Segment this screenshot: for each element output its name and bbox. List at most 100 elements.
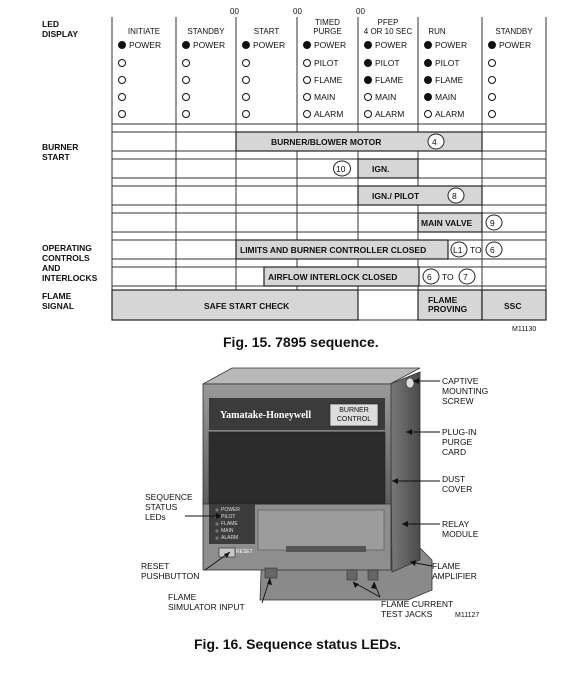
num-7: 7 bbox=[463, 272, 468, 282]
row-label-operating-controls: OPERATING CONTROLS AND INTERLOCKS bbox=[42, 243, 98, 283]
bar-airflow bbox=[263, 266, 420, 287]
led-indicator bbox=[118, 93, 126, 101]
led-indicator bbox=[303, 41, 311, 49]
device-led-label: MAIN bbox=[221, 528, 234, 534]
flame-amplifier-slot bbox=[286, 546, 366, 552]
figure-15-caption: Fig. 15. 7895 sequence. bbox=[223, 334, 379, 350]
zero-label-1: 00 bbox=[230, 7, 239, 16]
led-indicator bbox=[118, 76, 126, 84]
device-led-label: POWER bbox=[221, 507, 240, 513]
device-led-label: ALARM bbox=[221, 535, 239, 541]
led-state-label: POWER bbox=[314, 40, 347, 50]
led-state-label: POWER bbox=[375, 40, 408, 50]
led-indicator bbox=[424, 59, 432, 67]
callout-flame-simulator: FLAME SIMULATOR INPUT bbox=[168, 592, 245, 612]
circle-l1 bbox=[450, 241, 468, 258]
circle-9 bbox=[485, 214, 503, 231]
figure-code-15: M11130 bbox=[512, 326, 537, 333]
circle-6b bbox=[422, 268, 440, 285]
led-state-label: POWER bbox=[253, 40, 286, 50]
bar-main-valve bbox=[417, 212, 483, 233]
bar-flame-proving bbox=[417, 289, 483, 321]
led-indicator bbox=[303, 59, 311, 67]
led-indicator bbox=[424, 93, 432, 101]
bar-label-ign-pilot: IGN./ PILOT bbox=[372, 191, 420, 201]
led-state-label: ALARM bbox=[314, 109, 344, 119]
led-state-label: MAIN bbox=[435, 92, 457, 102]
bar-ign bbox=[357, 158, 419, 179]
led-indicator bbox=[424, 76, 432, 84]
callout-relay-module: RELAY MODULE bbox=[442, 519, 479, 539]
relay-module-face bbox=[257, 509, 385, 551]
led-indicator bbox=[488, 76, 496, 84]
circle-10 bbox=[333, 160, 351, 177]
num-l1: L1 bbox=[453, 245, 463, 255]
num-8: 8 bbox=[452, 191, 457, 201]
bar-label-main-valve: MAIN VALVE bbox=[421, 218, 473, 228]
led-state-label: POWER bbox=[129, 40, 162, 50]
num-10: 10 bbox=[336, 164, 346, 174]
brand-name: Yamatake-Honeywell bbox=[220, 410, 312, 421]
to-word-2: TO bbox=[442, 272, 454, 282]
led-indicator bbox=[303, 93, 311, 101]
dust-cover-window bbox=[208, 431, 386, 505]
led-state-label: ALARM bbox=[375, 109, 405, 119]
led-state-label: MAIN bbox=[314, 92, 336, 102]
led-indicator bbox=[364, 93, 372, 101]
led-state-label: PILOT bbox=[375, 58, 400, 68]
led-state-label: PILOT bbox=[314, 58, 339, 68]
led-indicator bbox=[118, 110, 126, 118]
led-indicator bbox=[118, 59, 126, 67]
callout-captive-screw: CAPTIVE MOUNTING SCREW bbox=[442, 376, 489, 406]
led-indicator bbox=[242, 59, 250, 67]
led-indicator bbox=[488, 41, 496, 49]
row-label-flame-signal: FLAME SIGNAL bbox=[42, 291, 75, 311]
led-indicator bbox=[242, 76, 250, 84]
led-indicator bbox=[488, 93, 496, 101]
led-state-label: ALARM bbox=[435, 109, 465, 119]
device-led-label: FLAME bbox=[221, 521, 238, 527]
num-9: 9 bbox=[490, 218, 495, 228]
led-indicator bbox=[182, 76, 190, 84]
led-indicator bbox=[182, 93, 190, 101]
num-6b: 6 bbox=[427, 272, 432, 282]
zero-label-3: 00 bbox=[356, 7, 365, 16]
led-indicator bbox=[488, 110, 496, 118]
led-indicator bbox=[364, 110, 372, 118]
col-header-standby-2: STANDBY bbox=[495, 27, 533, 36]
callout-flame-current: FLAME CURRENT TEST JACKS bbox=[381, 599, 454, 619]
circle-7 bbox=[458, 268, 476, 285]
circle-6a bbox=[485, 241, 503, 258]
test-jack-2 bbox=[367, 569, 379, 581]
led-indicator bbox=[364, 41, 372, 49]
bar-label-safe-start: SAFE START CHECK bbox=[204, 301, 290, 311]
led-indicator bbox=[424, 110, 432, 118]
bar-label-airflow: AIRFLOW INTERLOCK CLOSED bbox=[268, 272, 398, 282]
figure-16-caption: Fig. 16. Sequence status LEDs. bbox=[194, 636, 401, 652]
led-indicator bbox=[303, 76, 311, 84]
led-indicator bbox=[364, 59, 372, 67]
figure-code-16: M11127 bbox=[455, 612, 480, 619]
led-indicator bbox=[303, 110, 311, 118]
led-indicator bbox=[242, 41, 250, 49]
led-state-label: FLAME bbox=[435, 75, 464, 85]
bar-burner-blower-motor bbox=[235, 131, 483, 152]
col-header-standby-1: STANDBY bbox=[187, 27, 225, 36]
burner-control-badge bbox=[329, 403, 379, 427]
led-indicator bbox=[424, 41, 432, 49]
led-state-label: MAIN bbox=[375, 92, 397, 102]
captive-screw-head bbox=[405, 377, 415, 389]
led-indicator bbox=[488, 59, 496, 67]
led-indicator bbox=[364, 76, 372, 84]
simulator-jack bbox=[264, 567, 278, 579]
device-led-label: PILOT bbox=[221, 514, 236, 520]
led-indicator bbox=[242, 110, 250, 118]
circle-8 bbox=[447, 187, 465, 204]
device-right-side bbox=[389, 371, 421, 573]
zero-label-2: 00 bbox=[293, 7, 302, 16]
led-indicator bbox=[182, 41, 190, 49]
col-header-initiate: INITIATE bbox=[127, 27, 161, 36]
led-state-label: POWER bbox=[499, 40, 532, 50]
